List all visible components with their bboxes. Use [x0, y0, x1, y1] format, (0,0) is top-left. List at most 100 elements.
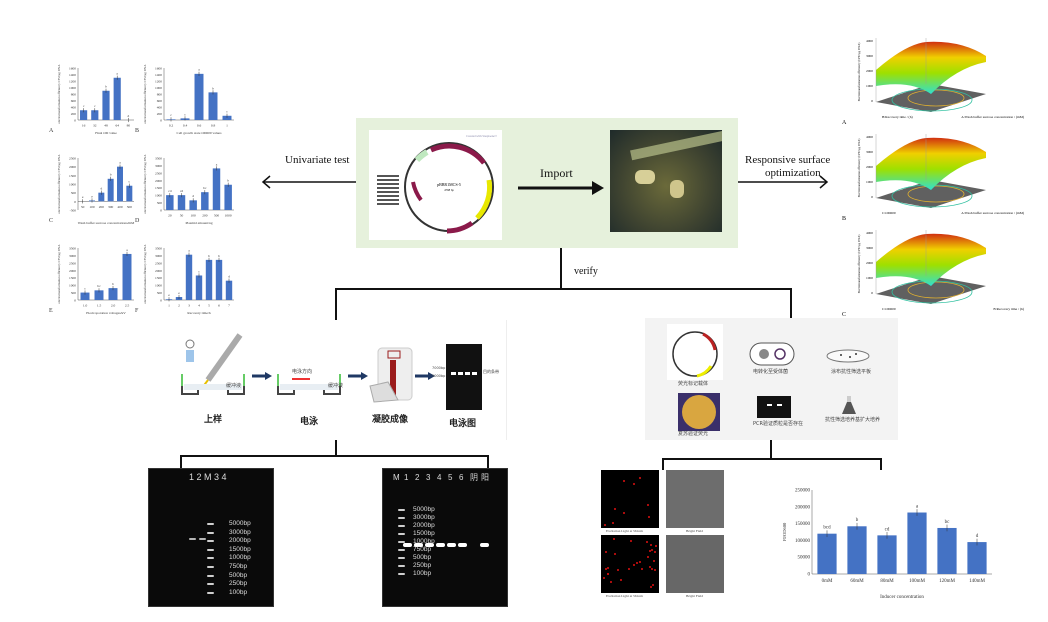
- significance-letter: d: [976, 534, 979, 539]
- y-tick-label: 0: [808, 573, 811, 578]
- x-tick-label: 4: [198, 304, 200, 308]
- x-axis-label: Electroporation voltages/kV: [86, 311, 126, 315]
- y-axis-label: electrotransformation efficiency CFU/μg …: [143, 154, 147, 214]
- panel-letter: E: [49, 308, 53, 314]
- dna-band: [480, 543, 489, 547]
- z-tick-label: 2000: [866, 69, 873, 73]
- bar: [107, 178, 114, 202]
- electrophoresis-workflow: 缓冲液 上样 电泳方向 缓冲液 电泳 凝胶成像 7000bp 5000bp 目的…: [170, 320, 507, 440]
- ladder-size-label: 3000bp: [229, 528, 251, 536]
- y-tick-label: 3000: [69, 254, 76, 258]
- bar: [113, 77, 121, 120]
- panel-letter: B: [135, 128, 140, 134]
- panel-letter: C: [842, 312, 846, 318]
- connector: [335, 440, 337, 455]
- bar: [117, 166, 123, 202]
- arrow-right-icon: [415, 372, 435, 380]
- contour-line: [907, 281, 965, 299]
- z-axis-label: Electrotransformation efficiency (CFU/μg…: [857, 235, 861, 294]
- significance-letter: bc: [97, 284, 101, 288]
- fluorescent-cell: [604, 523, 607, 526]
- z-tick-label: 1000: [866, 276, 873, 280]
- y-tick-label: 1000: [155, 86, 162, 90]
- panel-letter: F: [135, 308, 139, 314]
- x-tick-label: 0.6: [197, 124, 202, 128]
- ladder-band: [207, 574, 214, 577]
- dna-band: [447, 543, 456, 547]
- lane-label: 阴: [470, 473, 478, 482]
- x-tick-label: 400: [117, 205, 123, 209]
- x-tick-label: 32: [93, 124, 97, 128]
- ladder-size-label: 1500bp: [413, 530, 435, 537]
- bar: [877, 535, 897, 574]
- direction-label: 电泳方向: [292, 369, 313, 375]
- significance-letter: d: [100, 187, 102, 191]
- fluorescent-cell: [627, 567, 630, 570]
- brightfield-caption: Bright Field: [686, 594, 704, 598]
- significance-letter: b: [218, 254, 220, 258]
- fluorescent-cell: [616, 569, 619, 572]
- bacterium-icon: [749, 342, 795, 366]
- y-tick-label: -500: [70, 209, 77, 213]
- bar: [208, 92, 218, 120]
- flow-step: PCR验证质粒是否存在: [753, 421, 803, 427]
- z-axis-label: Electrotransformation efficiency (CFU/μg…: [857, 43, 861, 102]
- ladder-size-label: 2000bp: [413, 522, 435, 529]
- arrow-left-icon: [261, 175, 356, 189]
- fluorescent-cell: [646, 541, 649, 544]
- x-tick-label: 20: [168, 214, 172, 218]
- significance-letter: a: [216, 162, 218, 166]
- x-tick-label: 2.5: [125, 304, 130, 308]
- y-tick-label: 1500: [69, 276, 76, 280]
- y-axis-label: A:Wash buffer sucrose concentration / (m…: [961, 115, 1025, 119]
- fluorescent-cell: [620, 578, 623, 581]
- connector: [662, 458, 664, 470]
- ladder-size-label: 250bp: [229, 580, 248, 588]
- x-tick-label: 5: [208, 304, 210, 308]
- significance-letter: b: [208, 254, 210, 258]
- bar: [212, 168, 221, 210]
- fluorescent-cell: [649, 550, 652, 553]
- x-tick-label: 500: [127, 205, 133, 209]
- connector: [487, 455, 489, 469]
- bar: [907, 512, 927, 574]
- fluorescence-caption: Excitation Light at 561nm: [606, 594, 643, 598]
- rsm-label-2: optimization: [765, 167, 821, 179]
- x-tick-label: 0.8: [211, 124, 216, 128]
- significance-letter: b: [110, 173, 112, 177]
- y-tick-label: 500: [157, 291, 163, 295]
- y-tick-label: 500: [71, 291, 77, 295]
- plasmid-vector-icon: [667, 324, 723, 380]
- fluorescence-caption: Excitation Light at 561nm: [606, 529, 643, 533]
- x-tick-label: 120mM: [939, 579, 955, 584]
- bar: [215, 259, 223, 300]
- dna-band: [458, 543, 467, 547]
- contour-line: [907, 89, 965, 107]
- y-tick-label: 1500: [69, 174, 76, 178]
- y-tick-label: 200000: [795, 505, 811, 510]
- y-tick-label: 3500: [155, 157, 162, 161]
- ladder-size-label: 250bp: [413, 562, 432, 569]
- univariate-test-label: Univariate test: [285, 154, 350, 166]
- response-surface: [876, 233, 986, 286]
- petri-dish-icon: [826, 349, 870, 363]
- x-axis-label: C:OD600: [882, 211, 896, 215]
- panel-letter: B: [842, 216, 846, 222]
- y-tick-label: 2500: [155, 261, 162, 265]
- y-tick-label: 2000: [69, 269, 76, 273]
- significance-letter: c: [170, 113, 172, 117]
- y-axis-label: electrotransformation efficiency CFU/μg …: [57, 64, 61, 124]
- bar: [205, 259, 213, 300]
- bar: [225, 280, 233, 300]
- ladder-size-label: 100bp: [413, 570, 432, 577]
- y-tick-label: 1000: [69, 183, 76, 187]
- fluorescent-cell: [652, 583, 655, 586]
- x-tick-label: 1: [226, 124, 228, 128]
- fluorescent-cell: [647, 555, 650, 558]
- y-tick-label: 3000: [155, 164, 162, 168]
- fluorescence-image-1: [601, 470, 659, 528]
- y-tick-label: 1000: [69, 284, 76, 288]
